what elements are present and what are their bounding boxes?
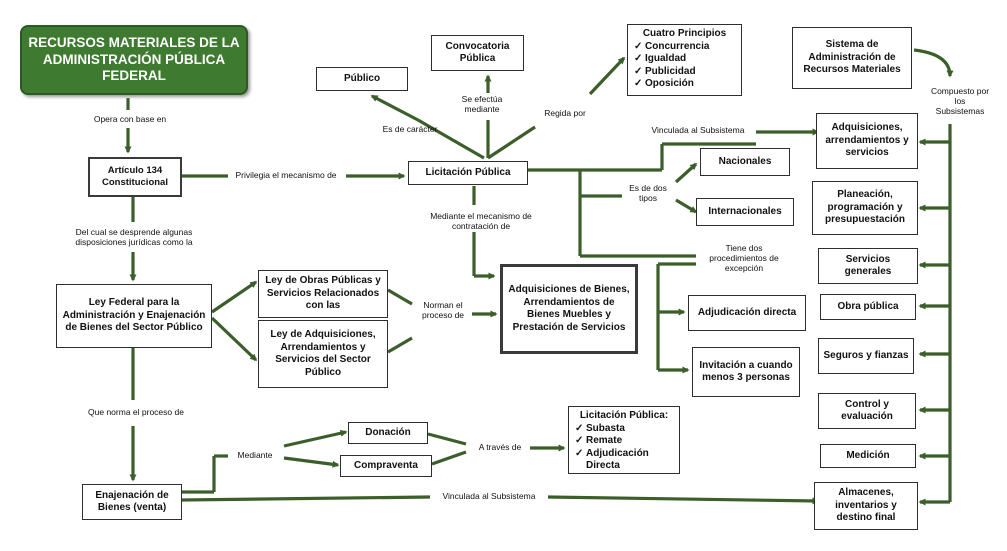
internacionales-box: Internacionales: [696, 198, 794, 226]
subsistema-control: Control y evaluación: [818, 393, 916, 429]
label-opera: Opera con base en: [93, 114, 167, 124]
principio-item: ✓Igualdad: [634, 53, 687, 65]
label-compuesto: Compuesto por los Subsistemas: [930, 86, 990, 117]
invitacion-box: Invitación a cuando menos 3 personas: [692, 347, 800, 397]
subsistema-planeacion: Planeación, programación y presupuestaci…: [812, 181, 918, 235]
publico-box: Público: [316, 67, 408, 91]
checkmark-icon: ✓: [575, 435, 584, 447]
ley-obras-box: Ley de Obras Públicas y Servicios Relaci…: [258, 270, 388, 318]
label-mediante: Mediante: [237, 450, 273, 460]
ley-adquisiciones-box: Ley de Adquisiciones, Arrendamientos y S…: [258, 320, 388, 388]
sistema-box: Sistema de Administración de Recursos Ma…: [792, 27, 912, 89]
label-que-norma: Que norma el proceso de: [88, 407, 184, 417]
adjudicacion-directa-box: Adjudicación directa: [688, 295, 806, 331]
licitacion-list-heading: Licitación Pública:: [579, 410, 669, 421]
adquisiciones-bienes-box: Adquisiciones de Bienes, Arrendamientos …: [500, 264, 638, 354]
licitacion-publica-box: Licitación Pública: [408, 161, 528, 185]
ley-federal-box: Ley Federal para la Administración y Ena…: [56, 284, 212, 348]
subsistema-obra-publica: Obra pública: [820, 294, 916, 320]
checkmark-icon: ✓: [575, 447, 584, 459]
articulo-134-box: Artículo 134 Constitucional: [88, 157, 182, 197]
subsistema-almacenes: Almacenes, inventarios y destino final: [814, 482, 918, 530]
licitacion-list-item: ✓Subasta: [575, 423, 625, 435]
checkmark-icon: ✓: [634, 65, 643, 77]
diagram-title: RECURSOS MATERIALES DE LA ADMINISTRACIÓN…: [20, 25, 248, 95]
label-a-traves: A través de: [478, 442, 522, 452]
licitacion-list-box: Licitación Pública: ✓Subasta ✓Remate ✓Ad…: [568, 406, 680, 474]
label-es-caracter: Es de carácter: [382, 124, 438, 134]
label-privilegia: Privilegia el mecanismo de: [235, 170, 337, 180]
principio-item: ✓Concurrencia: [634, 41, 710, 53]
convocatoria-box: Convocatoria Pública: [431, 35, 524, 71]
donacion-box: Donación: [348, 422, 428, 444]
checkmark-icon: ✓: [634, 53, 643, 65]
licitacion-list-item: ✓Remate: [575, 435, 623, 447]
principios-heading: Cuatro Principios: [642, 28, 727, 39]
principio-item: ✓Oposición: [634, 77, 694, 89]
label-tiene-dos: Tiene dos procedimientos de excepción: [709, 243, 779, 274]
enajenacion-box: Enajenación de Bienes (venta): [82, 484, 182, 520]
checkmark-icon: ✓: [634, 77, 643, 89]
label-vinculada-bottom: Vinculada al Subsistema: [442, 491, 536, 501]
subsistema-adquisiciones: Adquisiciones, arrendamientos y servicio…: [816, 113, 918, 169]
compraventa-box: Compraventa: [340, 455, 432, 477]
cuatro-principios-box: Cuatro Principios ✓Concurrencia ✓Igualda…: [627, 24, 742, 96]
licitacion-list-item: ✓Adjudicación Directa: [575, 447, 649, 471]
checkmark-icon: ✓: [575, 423, 584, 435]
checkmark-icon: ✓: [634, 41, 643, 53]
label-es-de-dos: Es de dos tipos: [629, 183, 667, 204]
label-se-efectua: Se efectúa mediante: [461, 94, 503, 115]
label-mediante-mecanismo: Mediante el mecanismo de contratación de: [430, 211, 532, 232]
principio-item: ✓Publicidad: [634, 65, 696, 77]
nacionales-box: Nacionales: [700, 148, 790, 176]
subsistema-seguros: Seguros y fianzas: [818, 338, 914, 374]
label-vinculada-top: Vinculada al Subsistema: [651, 125, 745, 135]
subsistema-medicion: Medición: [820, 444, 916, 468]
label-regida: Regida por: [544, 108, 586, 118]
label-del-cual: Del cual se desprende algunas disposicio…: [75, 227, 193, 248]
subsistema-servicios-generales: Servicios generales: [818, 248, 918, 284]
label-norman: Norman el proceso de: [421, 300, 465, 321]
